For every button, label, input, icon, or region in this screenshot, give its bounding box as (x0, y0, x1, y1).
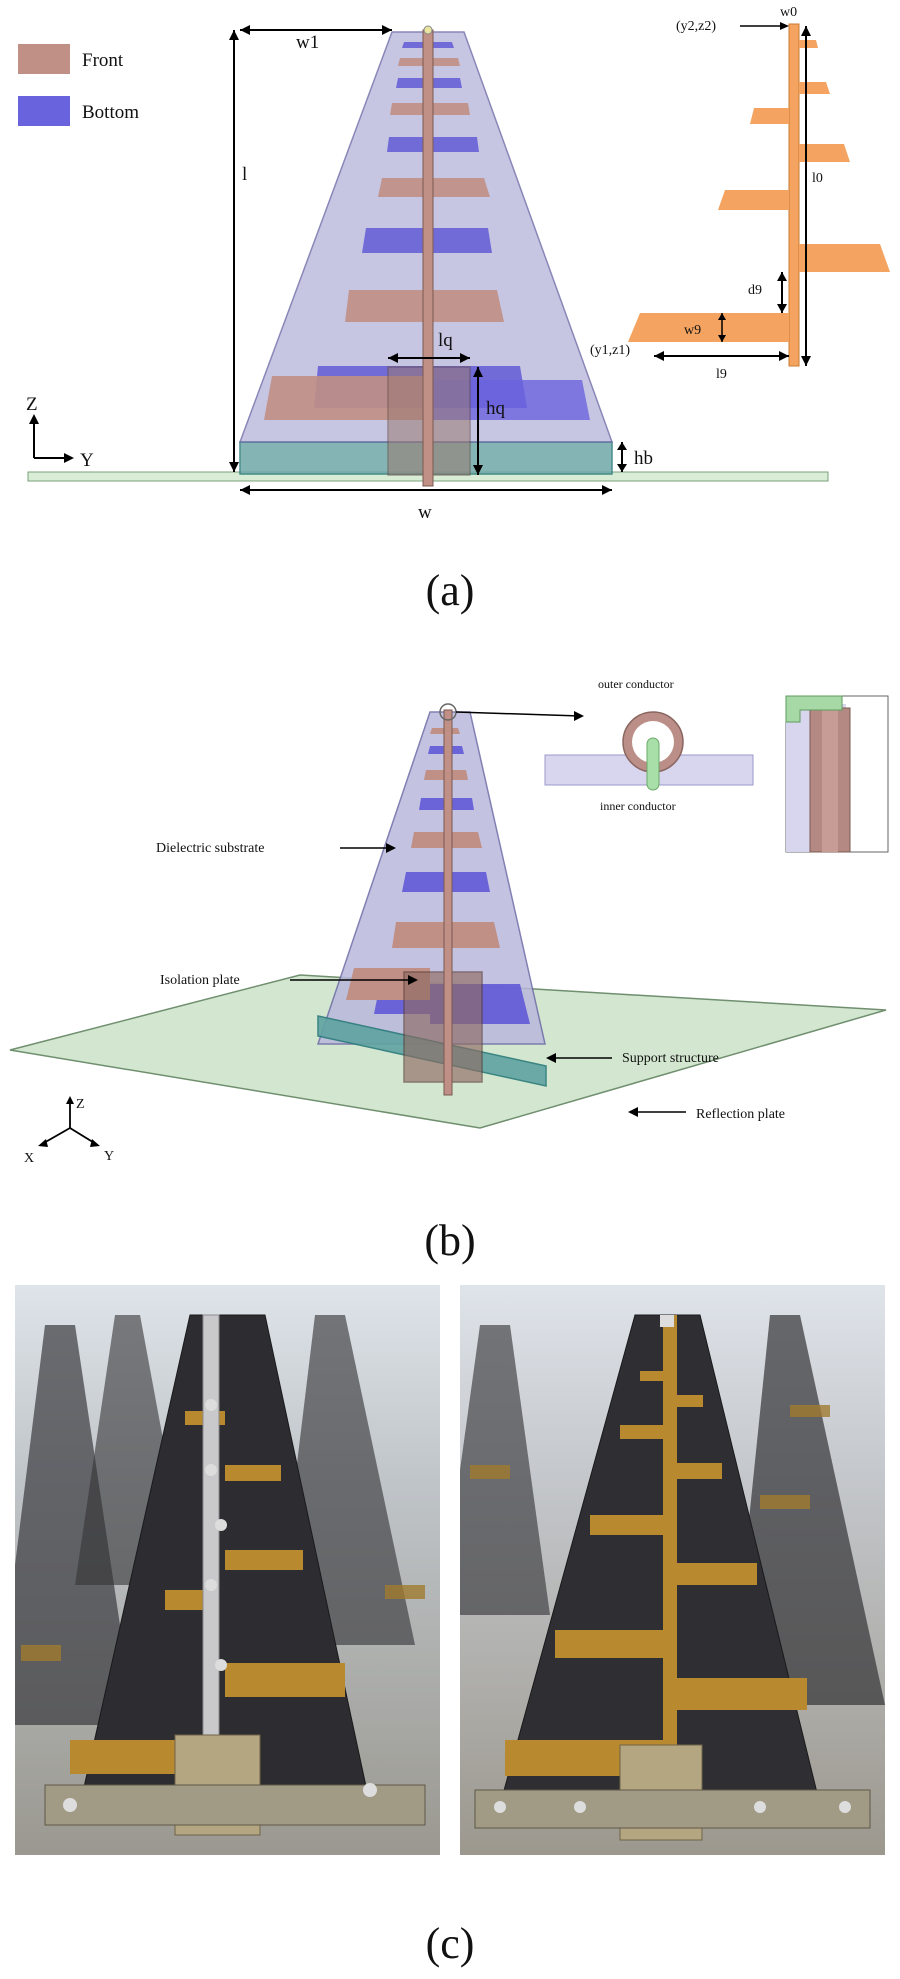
panel-b-isolation-plate (403, 971, 483, 1083)
photo-front-view (15, 1285, 440, 1855)
panel-b-feed-line (443, 709, 453, 1096)
photo-back-view (460, 1285, 885, 1855)
support-structure-label: Support structure (622, 1051, 719, 1066)
axes-zy: Z Y (26, 394, 94, 471)
coord-y2z2-label: (y2,z2) (676, 19, 716, 34)
panel-a-svg: Front Bottom w1 (18, 5, 890, 523)
panel-b-svg: outer conductor inner conductor Dielectr… (9, 677, 889, 1166)
dim-w0-label: w0 (780, 5, 797, 20)
dim-lq-label: lq (438, 330, 453, 351)
caption-c: (c) (425, 1919, 475, 1968)
legend-bottom-label: Bottom (82, 102, 139, 123)
dim-d9-label: d9 (748, 283, 762, 298)
axis-z-label: Z (26, 394, 38, 415)
caption-a: (a) (425, 566, 475, 615)
dielectric-substrate-label: Dielectric substrate (156, 841, 264, 856)
dim-l0-label: l0 (812, 171, 823, 186)
coord-y1z1-label: (y1,z1) (590, 343, 630, 358)
dim-l-label: l (242, 164, 247, 185)
axis-y-label: Y (80, 450, 94, 471)
inner-conductor-label: inner conductor (600, 799, 676, 813)
dim-hq-label: hq (486, 398, 506, 419)
legend-bottom-swatch (18, 96, 70, 126)
reflection-plate-label: Reflection plate (696, 1107, 785, 1122)
dim-hb-label: hb (634, 448, 653, 469)
axis-y-label-b: Y (104, 1149, 114, 1164)
axis-x-label-b: X (24, 1151, 34, 1166)
panel-c-photos (0, 1285, 900, 1875)
feed-point (423, 25, 433, 35)
legend-front-swatch (18, 44, 70, 74)
dim-l9-label: l9 (716, 367, 727, 382)
feed-detail: w0 (y2,z2) l0 d9 w9 (y1,z1) (590, 5, 890, 382)
outer-conductor-label: outer conductor (598, 677, 674, 691)
feed-line (422, 29, 434, 487)
side-inset (785, 695, 889, 853)
panel-b-3d-view: outer conductor inner conductor Dielectr… (0, 660, 900, 1220)
axes-xyz: Z X Y (24, 1096, 114, 1166)
panel-a-dimension-diagram: Front Bottom w1 (0, 0, 900, 560)
dim-w1-label: w1 (296, 32, 319, 53)
dim-w9-label: w9 (684, 323, 701, 338)
axis-z-label-b: Z (76, 1097, 85, 1112)
legend-front-label: Front (82, 50, 124, 71)
coax-inset: outer conductor inner conductor (544, 677, 754, 813)
caption-b: (b) (424, 1216, 476, 1265)
isolation-plate-label: Isolation plate (160, 973, 240, 988)
dim-w-label: w (418, 502, 432, 523)
